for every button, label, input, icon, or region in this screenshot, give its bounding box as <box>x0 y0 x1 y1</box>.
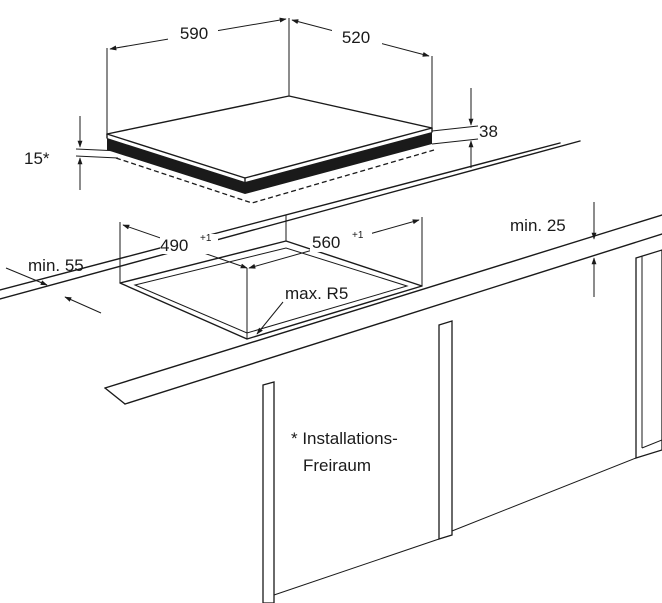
label-38: 38 <box>479 122 498 141</box>
annotation-radius: max. R5 <box>256 284 348 335</box>
dimension-min-25: min. 25 <box>510 202 597 297</box>
note-line-1: * Installations- <box>291 429 398 448</box>
label-15: 15* <box>24 149 50 168</box>
dimension-cutout-width-560: 560 +1 <box>248 217 423 286</box>
dimension-width-590: 590 <box>106 17 290 134</box>
label-max-r5: max. R5 <box>285 284 348 303</box>
dimension-cutout-depth-490: 490 +1 <box>119 215 287 283</box>
label-520: 520 <box>342 28 370 47</box>
dimension-min-55: min. 55 <box>5 256 102 314</box>
cabinet-side-left <box>262 381 275 603</box>
dimension-depth-520: 520 <box>291 19 433 128</box>
note-line-2: Freiraum <box>303 456 371 475</box>
hob-glass-front <box>107 138 245 194</box>
label-490-tolerance: +1 <box>200 233 212 244</box>
label-490: 490 <box>160 236 188 255</box>
dimension-height-38: 38 <box>431 88 498 168</box>
cabinet-side-right <box>635 249 662 459</box>
cabinet-side-middle <box>438 320 453 540</box>
dimension-clearance-15: 15* <box>24 116 121 190</box>
label-min-55: min. 55 <box>28 256 84 275</box>
hob-glass-side <box>245 132 432 194</box>
label-min-25: min. 25 <box>510 216 566 235</box>
label-590: 590 <box>180 24 208 43</box>
cabinet <box>262 249 662 603</box>
hob-top-surface <box>106 95 433 179</box>
installation-note: * Installations- Freiraum <box>291 429 398 475</box>
label-560-tolerance: +1 <box>352 230 364 241</box>
hob <box>106 95 435 204</box>
label-560: 560 <box>312 233 340 252</box>
